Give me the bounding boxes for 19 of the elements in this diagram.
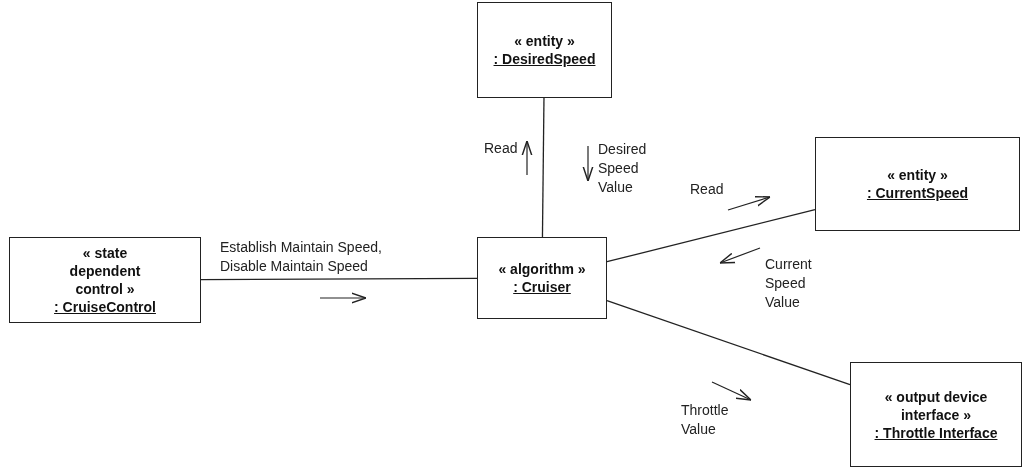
- object-name: : Throttle Interface: [874, 423, 998, 442]
- stereotype-text: « state dependent control »: [68, 244, 142, 298]
- link-line: [200, 277, 478, 281]
- stereotype-text: « algorithm »: [498, 260, 586, 278]
- object-box: [850, 362, 1022, 467]
- object-name: : CruiseControl: [54, 298, 156, 316]
- stereotype-text: « output device interface »: [883, 387, 989, 424]
- stereotype-text: « entity »: [887, 166, 948, 184]
- link-line: [606, 209, 816, 263]
- object-name: : CurrentSpeed: [866, 184, 969, 202]
- stereotype-text: « entity »: [514, 32, 575, 50]
- object-name: : Cruiser: [513, 278, 571, 296]
- object-box: [815, 137, 1020, 231]
- link-line: [541, 97, 545, 238]
- object-name: : DesiredSpeed: [493, 50, 596, 68]
- object-box: [477, 2, 612, 98]
- object-box: [477, 237, 607, 319]
- link-line: [606, 299, 851, 386]
- object-box: [9, 237, 201, 323]
